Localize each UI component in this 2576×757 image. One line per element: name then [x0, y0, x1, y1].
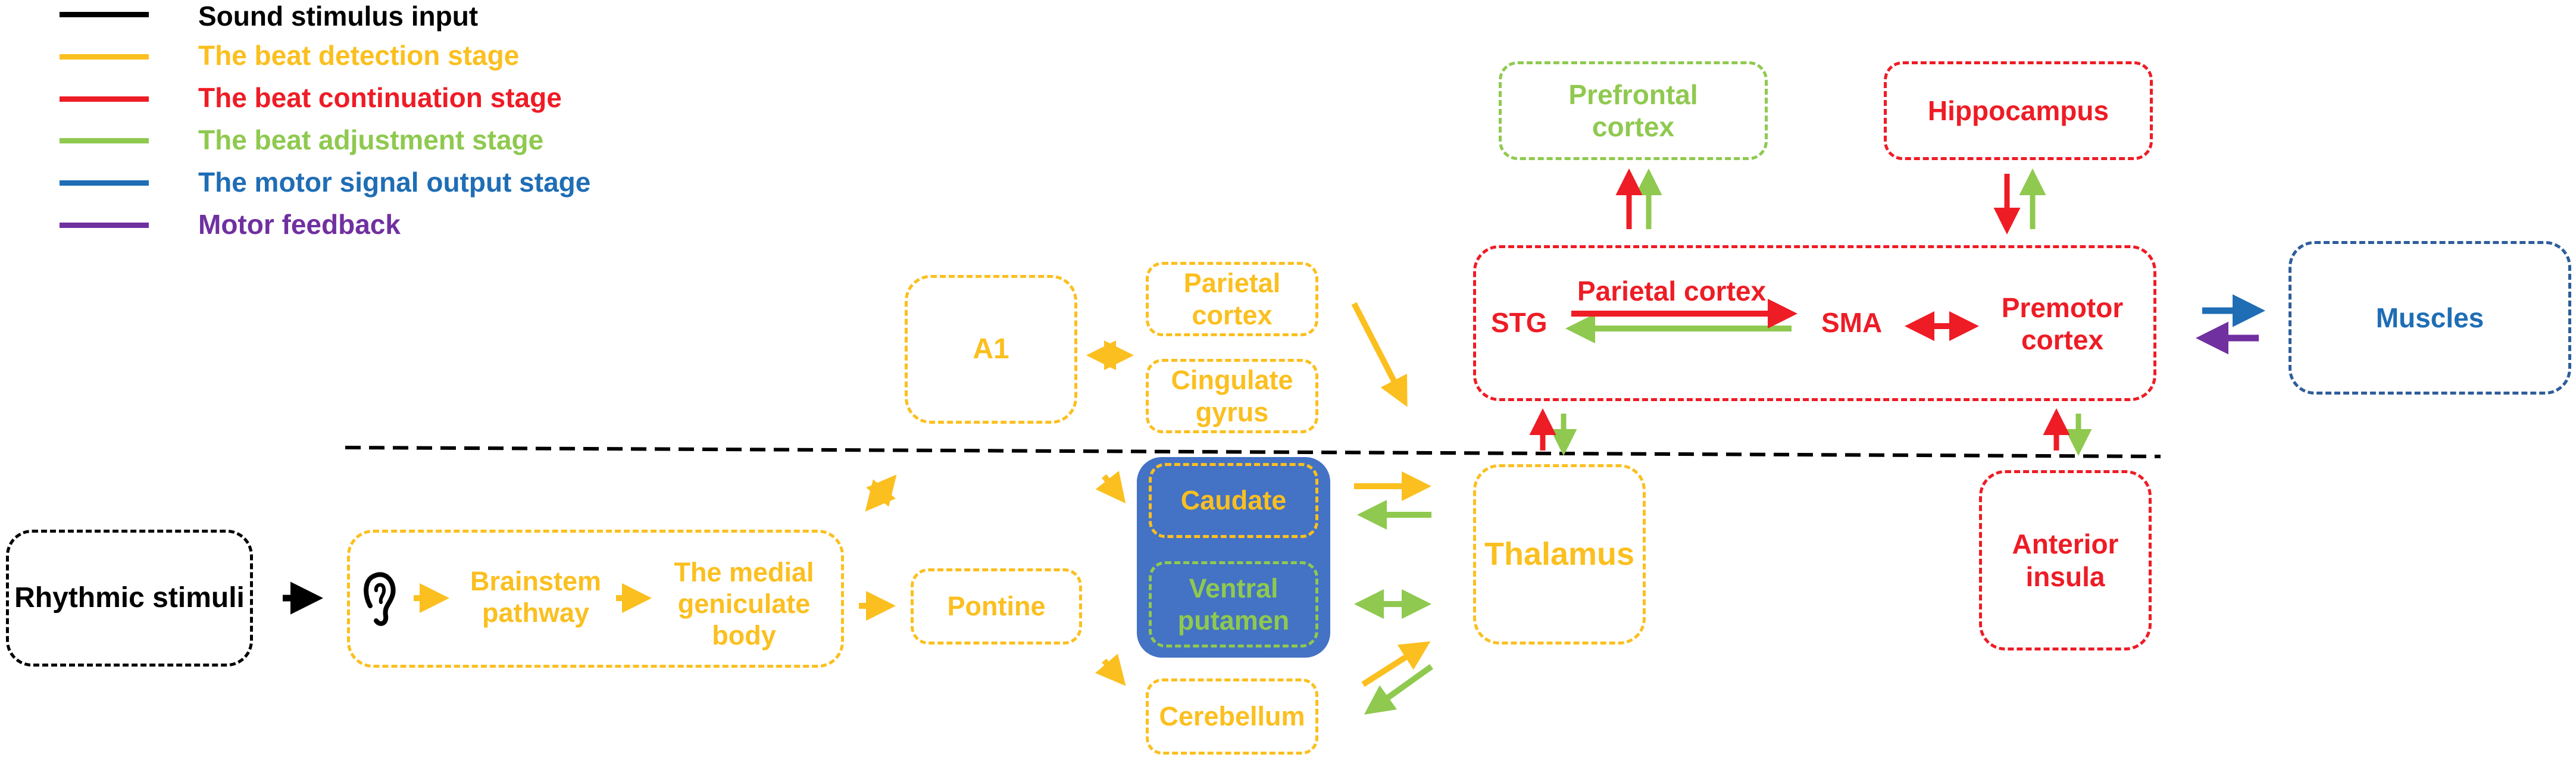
hippocampus-label: Hippocampus	[1927, 95, 2109, 126]
legend-line-detection	[60, 54, 149, 60]
parietal-cortex-continuation-label: Parietal cortex	[1577, 276, 1767, 306]
legend-label-adjustment: The beat adjustment stage	[198, 124, 544, 155]
anterior-insula-box: Anterior insula	[1979, 470, 2152, 650]
legend-label-continuation: The beat continuation stage	[198, 82, 562, 113]
legend-label-input: Sound stimulus input	[198, 1, 479, 32]
parietal-cortex-detection-box: Parietal cortex	[1146, 262, 1318, 336]
arrow-parietal-to-thalamus	[1351, 302, 1408, 407]
legend-label-detection: The beat detection stage	[198, 40, 520, 71]
ventral-putamen-label: Ventral putamen	[1177, 573, 1290, 636]
arrow-pontine-to-cerebellum	[1095, 653, 1126, 686]
a1-box: A1	[905, 275, 1077, 424]
legend-label-output: The motor signal output stage	[198, 167, 591, 198]
legend-line-adjustment	[60, 138, 149, 143]
cingulate-gyrus-label: Cingulate gyrus	[1171, 365, 1293, 427]
premotor-cortex-label: Premotor cortex	[2001, 292, 2124, 356]
cingulate-gyrus-box: Cingulate gyrus	[1146, 359, 1318, 433]
sma-label: SMA	[1821, 307, 1883, 338]
ventral-putamen-box: Ventral putamen	[1149, 561, 1318, 647]
pontine-box: Pontine	[911, 568, 1082, 645]
legend-label-feedback: Motor feedback	[198, 209, 401, 240]
medial-geniculate-label: The medial geniculate body	[674, 557, 814, 651]
basal-ganglia-block	[1137, 457, 1330, 658]
hippocampus-box: Hippocampus	[1884, 61, 2153, 160]
caudate-box: Caudate	[1149, 463, 1318, 538]
arrow-thalamus-to-cerebellum	[1364, 664, 1433, 715]
brainstem-pathway-label: Brainstem pathway	[470, 566, 602, 628]
cerebellum-label: Cerebellum	[1159, 701, 1305, 732]
arrow-pathway-to-a1	[865, 474, 897, 512]
pontine-label: Pontine	[947, 591, 1046, 622]
thalamus-box: Thalamus	[1473, 464, 1646, 645]
prefrontal-cortex-box: Prefrontal cortex	[1499, 61, 1768, 160]
caudate-label: Caudate	[1180, 485, 1287, 516]
rhythmic-stimuli-label: Rhythmic stimuli	[14, 581, 245, 614]
thalamus-label: Thalamus	[1484, 536, 1635, 572]
parietal-cortex-detection-label: Parietal cortex	[1183, 268, 1281, 330]
cerebellum-box: Cerebellum	[1146, 678, 1318, 755]
rhythmic-stimuli-box: Rhythmic stimuli	[6, 530, 253, 667]
anterior-insula-label: Anterior insula	[2012, 528, 2119, 592]
legend-line-input	[60, 12, 149, 17]
a1-label: A1	[973, 333, 1009, 365]
legend-line-output	[60, 180, 149, 186]
motor-network-box	[1473, 245, 2156, 401]
prefrontal-cortex-label: Prefrontal cortex	[1568, 79, 1698, 142]
muscles-label: Muscles	[2375, 302, 2484, 333]
arrow-pontine-to-caudate	[1095, 471, 1126, 503]
stg-label: STG	[1491, 307, 1548, 338]
auditory-pathway-box	[347, 530, 844, 668]
muscles-box: Muscles	[2289, 241, 2571, 395]
legend-line-continuation	[60, 96, 149, 102]
arrow-cerebellum-to-thalamus	[1361, 641, 1431, 687]
legend-line-feedback	[60, 223, 149, 228]
